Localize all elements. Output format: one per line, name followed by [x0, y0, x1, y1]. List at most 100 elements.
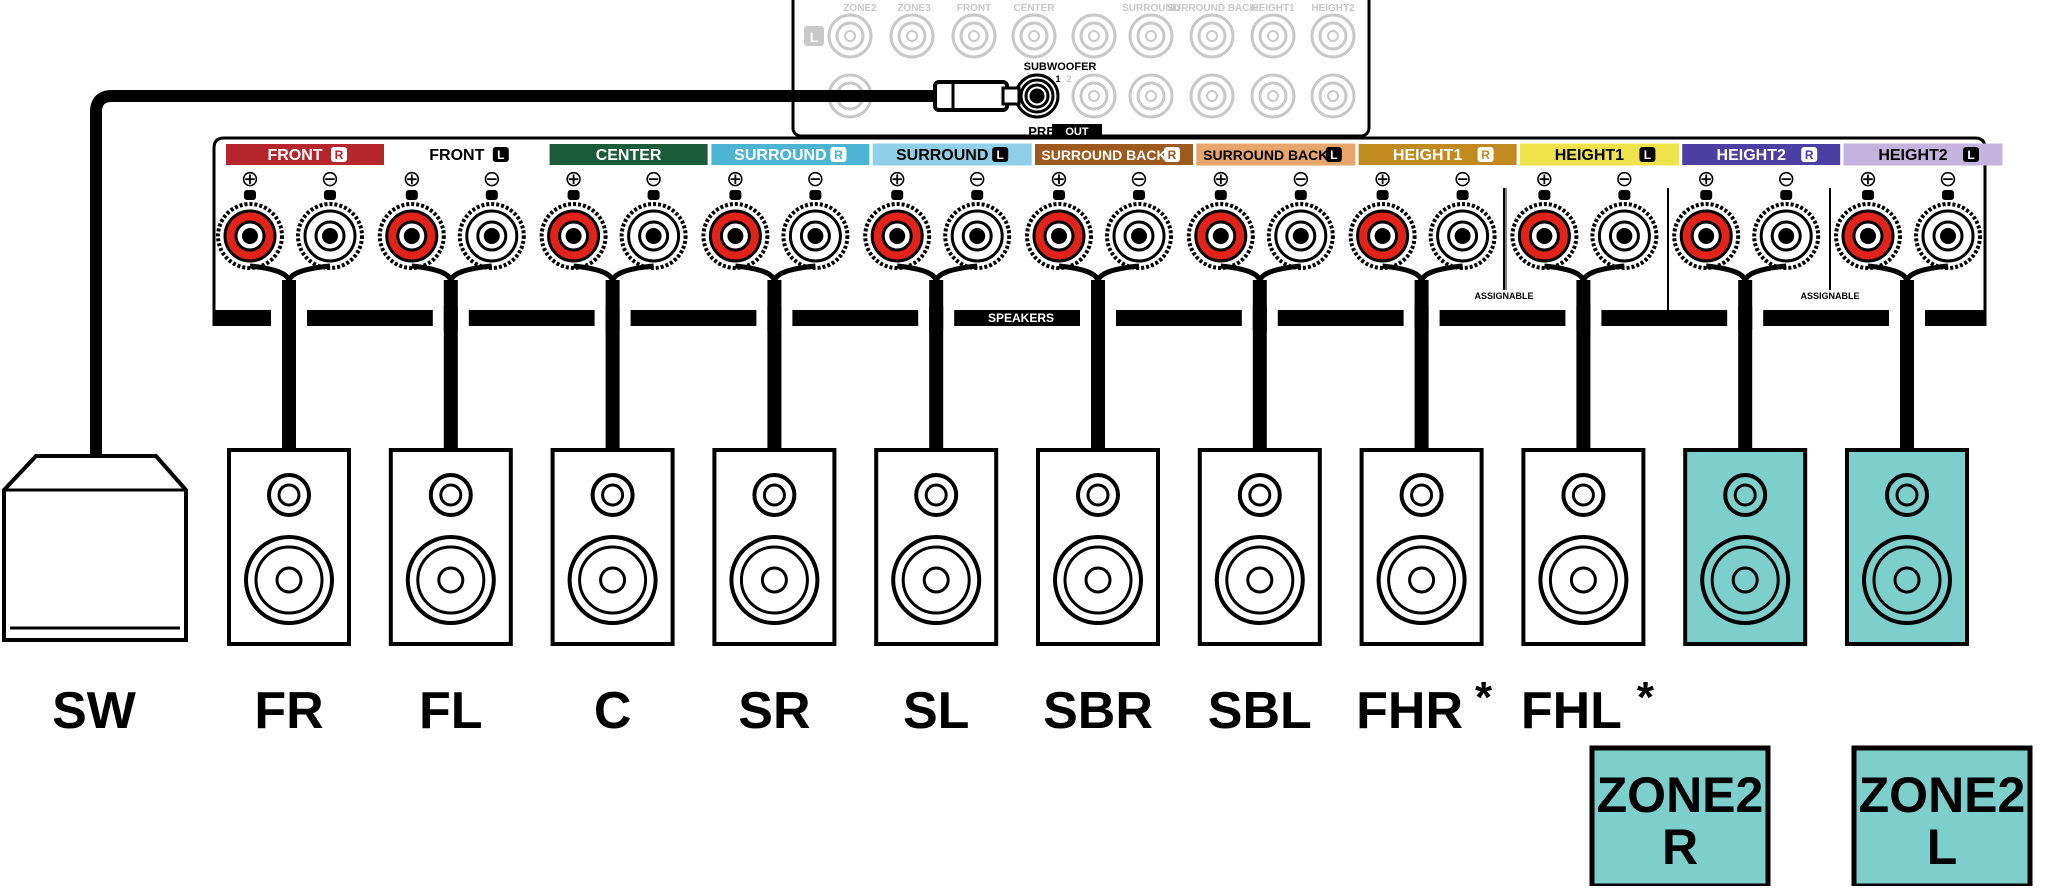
channel-side-letter: L — [497, 148, 504, 162]
terminal-hole — [1374, 228, 1391, 244]
terminal-hole — [889, 228, 906, 244]
minus-symbol: ⊖ — [1777, 166, 1795, 191]
pre-out-ghost-label: ZONE2 — [843, 3, 877, 14]
terminal-tab — [1780, 190, 1793, 200]
ghost-jack — [906, 30, 918, 42]
zone-box — [1589, 745, 1771, 889]
asterisk-mark: * — [1475, 673, 1493, 722]
sub-number-1: 1 — [1055, 74, 1060, 84]
tweeter-center — [1086, 483, 1110, 507]
channel-side-badge — [1477, 147, 1494, 162]
zone-label-line1: ZONE2 — [1859, 767, 2026, 823]
minus-symbol: ⊖ — [1615, 166, 1633, 191]
terminal-hole — [1940, 228, 1956, 244]
terminal-hole — [565, 228, 582, 244]
subwoofer-jack — [1029, 88, 1045, 104]
channel-header — [549, 144, 708, 165]
woofer-dust-cap — [1408, 566, 1436, 594]
pre-out-ghost-label: SURROUND — [1122, 3, 1180, 14]
terminal-hole — [727, 228, 744, 244]
terminal-hole — [483, 228, 500, 244]
terminal-tab — [1538, 190, 1551, 200]
out-label: OUT — [1065, 126, 1089, 138]
terminal-tab — [1294, 190, 1307, 200]
channel-header-label: SURROUND — [896, 147, 988, 164]
terminal-hole — [1051, 228, 1067, 244]
channel-side-letter: L — [1967, 148, 1974, 162]
channel-side-badge — [1801, 147, 1818, 162]
terminal-hole — [322, 228, 338, 244]
pre-out-ghost-label: ZONE3 — [897, 3, 931, 14]
speaker-cable — [1091, 306, 1105, 330]
channel-header-label: HEIGHT1 — [1555, 147, 1624, 164]
terminal-hole — [969, 228, 986, 244]
ghost-jack — [1206, 30, 1218, 42]
plus-symbol: ⊕ — [1212, 166, 1230, 191]
channel-header — [1358, 144, 1517, 165]
pre-out-ghost-label: HEIGHT2 — [1311, 3, 1355, 14]
plus-symbol: ⊕ — [888, 166, 906, 191]
channel-side-badge — [830, 147, 847, 162]
terminal-tab — [567, 190, 580, 200]
channel-side-badge — [331, 147, 347, 162]
terminal-tab — [809, 190, 822, 200]
speaker-label: FR — [254, 682, 323, 740]
woofer-dust-cap — [1731, 566, 1759, 594]
tweeter-center — [762, 483, 786, 507]
speaker-cable — [1414, 306, 1429, 330]
minus-symbol: ⊖ — [1292, 166, 1310, 191]
channel-side-badge — [1325, 147, 1342, 162]
channel-header-label: SURROUND — [734, 147, 826, 164]
tweeter-center — [1571, 483, 1595, 507]
terminal-hole — [403, 228, 420, 244]
channel-header — [872, 143, 1032, 166]
channel-side-letter: L — [997, 148, 1004, 162]
channel-header — [711, 144, 870, 165]
ghost-jack — [1267, 90, 1279, 102]
ghost-jack — [1267, 30, 1279, 42]
tweeter-center — [1895, 483, 1919, 507]
plus-symbol: ⊕ — [1859, 166, 1877, 191]
speakers-label: SPEAKERS — [988, 311, 1054, 325]
channel-header — [1196, 143, 1356, 166]
speaker-cable — [1091, 280, 1105, 450]
woofer-dust-cap — [922, 566, 950, 594]
plus-symbol: ⊕ — [1535, 166, 1553, 191]
terminal-tab — [729, 190, 742, 200]
terminal-tab — [647, 190, 660, 200]
zone-box — [1851, 745, 2033, 889]
terminal-hole — [645, 228, 662, 244]
minus-symbol: ⊖ — [321, 166, 339, 191]
plus-symbol: ⊕ — [1373, 166, 1391, 191]
speaker-label: SBR — [1043, 682, 1153, 740]
ghost-jack — [1028, 30, 1040, 42]
rca-plug-tip — [1001, 86, 1021, 106]
plus-symbol: ⊕ — [1697, 166, 1715, 191]
channel-side-badge — [1963, 147, 1979, 162]
terminal-hole — [1454, 228, 1471, 244]
ghost-jack — [844, 30, 856, 42]
terminal-hole — [242, 228, 258, 244]
speaker-cable — [1252, 280, 1267, 450]
rca-plug-body — [933, 80, 1009, 112]
side-badge-bg — [804, 26, 824, 46]
pre-out-ghost-label: CENTER — [1013, 3, 1055, 14]
channel-side-letter: L — [1644, 148, 1651, 162]
zone-label-line1: ZONE2 — [1597, 767, 1764, 823]
terminal-hole — [1131, 228, 1147, 244]
tweeter-center — [439, 483, 463, 507]
woofer-dust-cap — [1246, 566, 1274, 594]
channel-side-badge — [992, 147, 1009, 162]
terminal-tab — [324, 190, 336, 200]
terminal-tab — [1942, 190, 1954, 200]
terminal-tab — [244, 190, 256, 200]
terminal-hole — [1698, 228, 1715, 244]
ghost-jack — [1145, 30, 1157, 42]
sub-number-2: 2 — [1066, 74, 1071, 84]
channel-header-label: CENTER — [596, 147, 662, 164]
terminal-hole — [1778, 228, 1795, 244]
speaker-cable — [929, 306, 944, 330]
